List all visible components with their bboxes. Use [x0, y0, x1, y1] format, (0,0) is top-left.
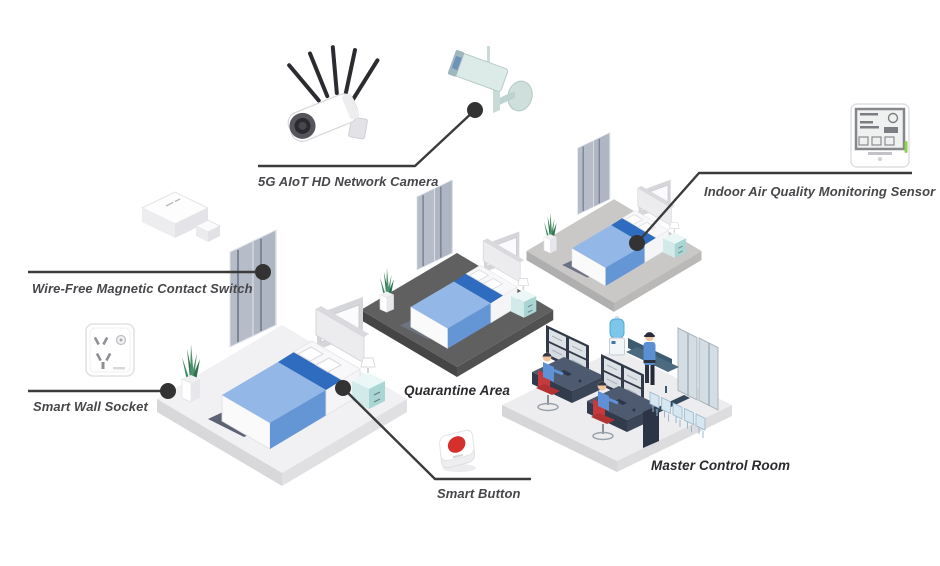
water-cooler — [609, 316, 625, 356]
label-smart-button: Smart Button — [437, 486, 521, 501]
dot-wall-camera — [467, 102, 483, 118]
quarantine-room-bottom-left — [156, 229, 408, 487]
contact-switch-icon — [140, 191, 222, 242]
label-wall-socket: Smart Wall Socket — [33, 399, 148, 414]
wall-camera-icon — [447, 46, 533, 113]
quarantine-room-middle — [359, 179, 555, 378]
dot-wall-socket — [160, 383, 176, 399]
label-network-camera: 5G AIoT HD Network Camera — [258, 174, 439, 189]
wall-socket-icon — [85, 323, 135, 377]
master-control-room-scene — [502, 316, 732, 472]
glass-door — [677, 327, 719, 411]
quarantine-room-top-right — [525, 131, 703, 313]
visitor-chairs — [649, 391, 706, 438]
label-air-quality-sensor: Indoor Air Quality Monitoring Sensor — [704, 184, 936, 199]
air-quality-sensor-icon — [850, 103, 910, 168]
dot-air-sensor — [629, 235, 645, 251]
label-quarantine-area: Quarantine Area — [404, 383, 511, 398]
label-contact-switch: Wire-Free Magnetic Contact Switch — [32, 281, 253, 296]
network-camera-icon — [287, 45, 380, 142]
security-guard — [643, 332, 656, 385]
operator-2 — [591, 381, 619, 441]
smart-button-icon — [439, 429, 476, 472]
dot-contact-switch — [255, 264, 271, 280]
dot-smart-button — [335, 380, 351, 396]
connector-lines — [28, 109, 912, 481]
connector-dots — [160, 102, 645, 399]
label-master-control-room: Master Control Room — [651, 458, 791, 473]
operator-1 — [536, 352, 564, 412]
